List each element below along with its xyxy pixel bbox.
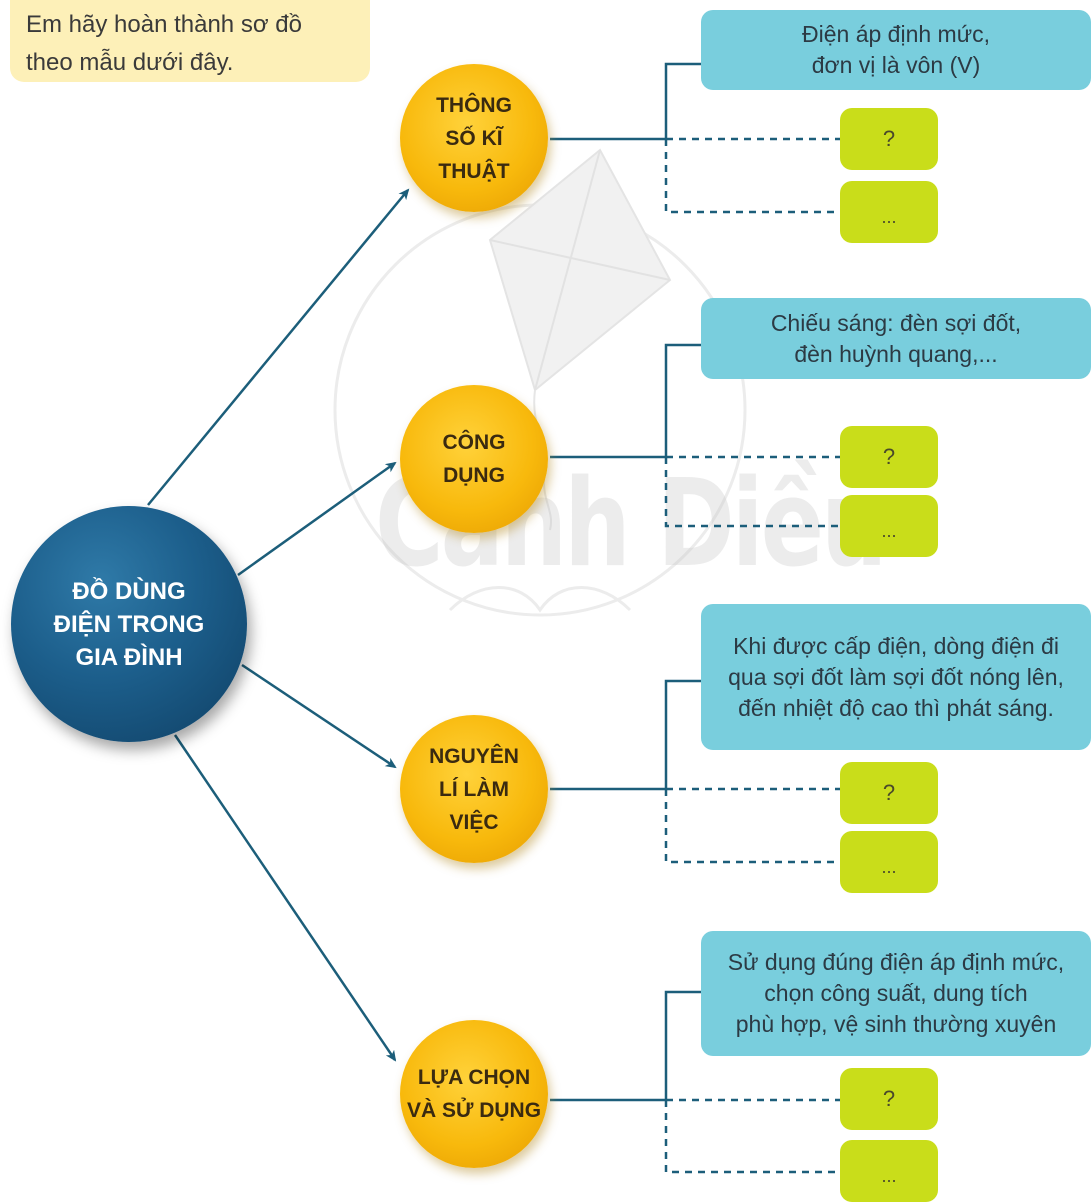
central-line-1: ĐỒ DÙNG	[72, 577, 186, 605]
arrow-to-cong-dung	[237, 461, 397, 577]
instruction-box: Em hãy hoàn thành sơ đồ theo mẫu dưới đâ…	[10, 0, 370, 82]
branch-4-example-line: phù hợp, vệ sinh thường xuyên	[735, 1011, 1057, 1037]
branch-4-example-line: chọn công suất, dung tích	[764, 980, 1028, 1006]
branch-4-more-box[interactable]: ...	[840, 1140, 938, 1202]
instruction-line-1: Em hãy hoàn thành sơ đồ	[26, 11, 302, 38]
branch-4-title-line: VÀ SỬ DỤNG	[406, 1099, 542, 1122]
branch-2-example-line: Chiếu sáng: đèn sợi đốt,	[770, 309, 1022, 336]
central-line-2: ĐIỆN TRONG	[53, 610, 205, 638]
branch-3-answer-box[interactable]: ?	[840, 762, 938, 824]
branch-3-title-line: LÍ LÀM	[439, 777, 509, 801]
branch-4-example-line: Sử dụng đúng điện áp định mức,	[727, 949, 1065, 975]
branch-4-example-box: Sử dụng đúng điện áp định mức, chọn công…	[701, 931, 1091, 1056]
branch-4-answer-box[interactable]: ?	[840, 1068, 938, 1130]
branch-node-lua-chon-va-su-dung: LỰA CHỌN VÀ SỬ DỤNG	[400, 1020, 548, 1168]
branch-2-more-box[interactable]: ...	[840, 495, 938, 557]
arrow-to-nguyen-li	[241, 663, 397, 769]
branch-node-nguyen-li-lam-viec: NGUYÊN LÍ LÀM VIỆC	[400, 715, 548, 863]
branch-3-more-box[interactable]: ...	[840, 831, 938, 893]
branch-node-cong-dung: CÔNG DỤNG	[400, 385, 548, 533]
branch-2-example-box: Chiếu sáng: đèn sợi đốt, đèn huỳnh quang…	[701, 298, 1091, 379]
branch-3-title-line: VIỆC	[449, 810, 499, 834]
branch-1-example-line: đơn vị là vôn (V)	[811, 52, 981, 78]
branch-2-title-line: DỤNG	[443, 464, 505, 487]
branch-3-example-line: qua sợi đốt làm sợi đốt nóng lên,	[728, 663, 1064, 690]
branch-1-title-line: THUẬT	[438, 159, 510, 183]
branch-1-more-box[interactable]: ...	[840, 181, 938, 243]
branch-3-example-line: Khi được cấp điện, dòng điện đi	[733, 632, 1059, 659]
branch-4-title-line: LỰA CHỌN	[417, 1066, 531, 1089]
branch-3-example-box: Khi được cấp điện, dòng điện đi qua sợi …	[701, 604, 1091, 750]
central-topic-node: ĐỒ DÙNG ĐIỆN TRONG GIA ĐÌNH	[11, 506, 247, 742]
branch-3-title-line: NGUYÊN	[429, 744, 519, 768]
branch-node-thong-so-ki-thuat: THÔNG SỐ KĨ THUẬT	[400, 64, 548, 212]
branch-1-answer-box[interactable]: ?	[840, 108, 938, 170]
branch-1-example-box: Điện áp định mức, đơn vị là vôn (V)	[701, 10, 1091, 90]
branch-1-title-line: SỐ KĨ	[445, 126, 503, 150]
arrow-to-thong-so	[147, 188, 410, 506]
branch-1-example-line: Điện áp định mức,	[802, 21, 990, 47]
arrow-to-lua-chon	[173, 734, 397, 1062]
branch-2-answer-box[interactable]: ?	[840, 426, 938, 488]
branch-3-example-line: đến nhiệt độ cao thì phát sáng.	[738, 694, 1054, 721]
instruction-line-2: theo mẫu dưới đây.	[26, 49, 234, 76]
branch-2-example-line: đèn huỳnh quang,...	[794, 340, 998, 367]
central-line-3: GIA ĐÌNH	[75, 643, 183, 671]
branch-2-title-line: CÔNG	[442, 431, 506, 454]
branch-1-title-line: THÔNG	[436, 93, 512, 117]
